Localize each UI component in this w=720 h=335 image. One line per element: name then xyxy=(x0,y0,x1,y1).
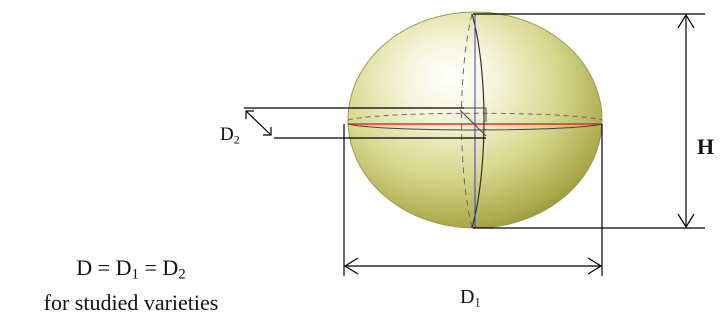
d1-label-sub: 1 xyxy=(474,295,481,310)
d1-label: D1 xyxy=(460,286,481,311)
meridian-back xyxy=(461,13,473,229)
d1-arrowhead-left xyxy=(343,257,359,275)
depth-diagonal xyxy=(459,109,487,137)
caption-line2: for studied varieties xyxy=(43,289,219,315)
d1-arrowhead-right xyxy=(587,257,603,275)
h-arrowhead-top xyxy=(677,13,695,29)
d2-label-main: D xyxy=(220,124,234,145)
caption-d: D xyxy=(76,255,93,280)
d2-label: D2 xyxy=(220,124,240,148)
d2-dimension-line xyxy=(245,110,272,136)
h-label: H xyxy=(697,134,715,159)
d2-label-sub: 2 xyxy=(233,133,240,147)
center-box xyxy=(464,107,487,122)
caption-sub2: 2 xyxy=(178,266,186,283)
h-arrowhead-bottom xyxy=(677,213,695,229)
d2-arrowhead-top xyxy=(245,110,254,119)
d1-label-main: D xyxy=(460,286,475,308)
caption-eq1: = D xyxy=(92,255,132,280)
caption: D = D1 = D2 for studied varieties xyxy=(0,254,262,317)
meridian-front xyxy=(471,13,485,229)
caption-equation: D = D1 = D2 xyxy=(0,254,262,289)
d2-arrowhead-bottom xyxy=(263,127,272,136)
caption-eq2: = D xyxy=(138,255,179,280)
caption-sub1: 1 xyxy=(131,266,139,283)
